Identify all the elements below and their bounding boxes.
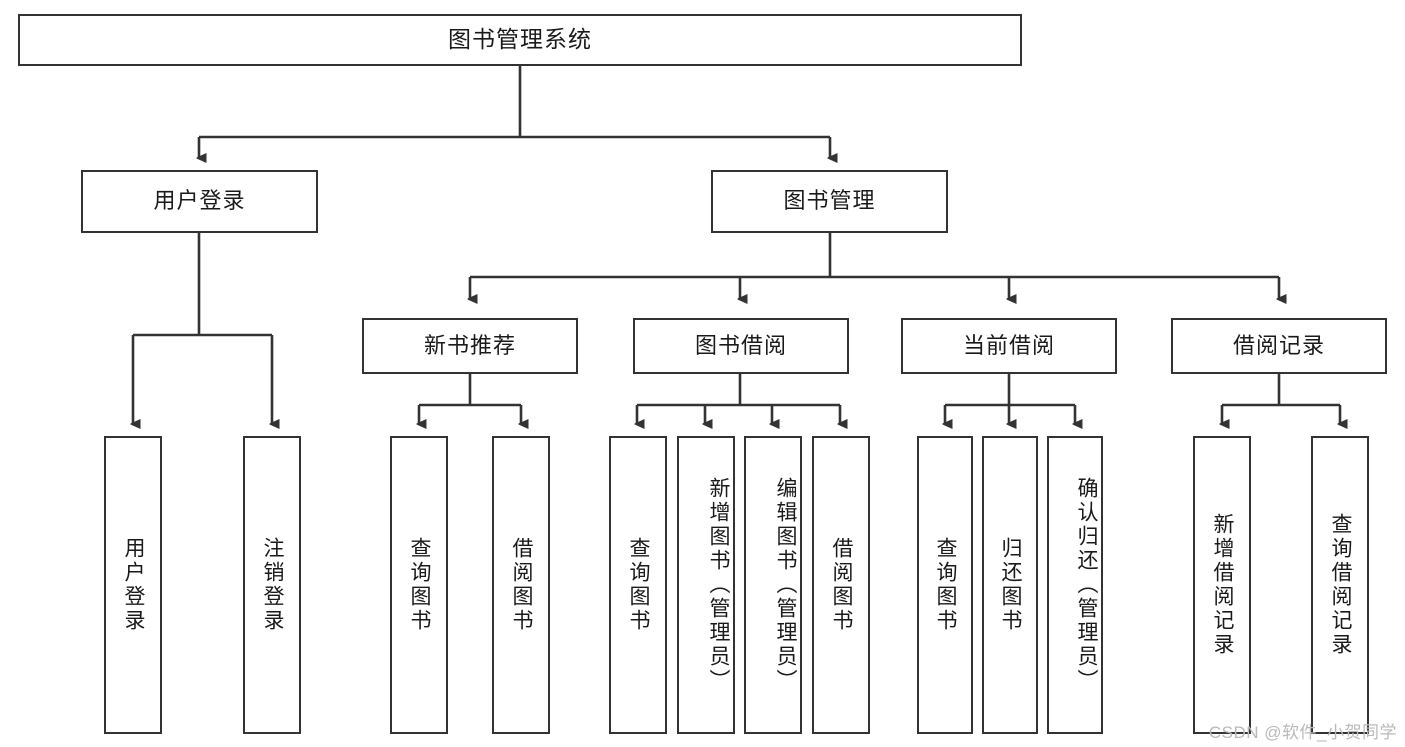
node-label: 当前借阅: [962, 332, 1055, 358]
leaf-add-book-admin[interactable]: 新增图书（管理员）: [677, 436, 735, 734]
leaf-query-borrow-record[interactable]: 查询借阅记录: [1311, 436, 1369, 734]
leaf-add-borrow-record[interactable]: 新增借阅记录: [1193, 436, 1251, 734]
node-book-borrow[interactable]: 图书借阅: [633, 318, 849, 374]
node-borrow-record[interactable]: 借阅记录: [1171, 318, 1387, 374]
node-label: 注销登录: [261, 537, 284, 633]
leaf-logout-login[interactable]: 注销登录: [243, 436, 301, 734]
csdn-watermark: CSDN @软件_小贺同学: [1208, 723, 1397, 742]
leaf-borrow-book[interactable]: 借阅图书: [812, 436, 870, 734]
leaf-edit-book-admin[interactable]: 编辑图书（管理员）: [744, 436, 802, 734]
leaf-return-book[interactable]: 归还图书: [982, 436, 1038, 734]
leaf-query-book-recommend[interactable]: 查询图书: [390, 436, 448, 734]
leaf-query-book-current[interactable]: 查询图书: [917, 436, 973, 734]
node-label: 新书推荐: [423, 332, 516, 358]
node-label: 归还图书: [999, 537, 1022, 633]
node-label: 借阅记录: [1232, 332, 1325, 358]
node-label: 借阅图书: [830, 537, 853, 633]
node-label: 图书借阅: [694, 332, 787, 358]
node-root-book-management-system[interactable]: 图书管理系统: [18, 14, 1022, 66]
leaf-borrow-book-recommend[interactable]: 借阅图书: [492, 436, 550, 734]
node-label: 查询图书: [934, 537, 957, 633]
node-label: 查询借阅记录: [1329, 513, 1352, 657]
node-label: 确认归还（管理员）: [1075, 477, 1098, 693]
node-current-borrow[interactable]: 当前借阅: [901, 318, 1117, 374]
node-label: 查询图书: [627, 537, 650, 633]
leaf-user-login[interactable]: 用户登录: [104, 436, 162, 734]
leaf-confirm-return-admin[interactable]: 确认归还（管理员）: [1047, 436, 1103, 734]
leaf-query-book-borrow[interactable]: 查询图书: [609, 436, 667, 734]
node-label: 图书管理: [783, 188, 876, 214]
node-label: 编辑图书（管理员）: [774, 477, 797, 693]
node-label: 用户登录: [153, 188, 246, 214]
node-label: 新增图书（管理员）: [707, 477, 730, 693]
node-label: 新增借阅记录: [1211, 513, 1234, 657]
node-label: 图书管理系统: [448, 26, 592, 53]
node-new-book-recommend[interactable]: 新书推荐: [362, 318, 578, 374]
node-label: 借阅图书: [510, 537, 533, 633]
node-book-management[interactable]: 图书管理: [711, 170, 948, 233]
node-label: 用户登录: [122, 537, 145, 633]
node-user-login[interactable]: 用户登录: [81, 170, 318, 233]
node-label: 查询图书: [408, 537, 431, 633]
